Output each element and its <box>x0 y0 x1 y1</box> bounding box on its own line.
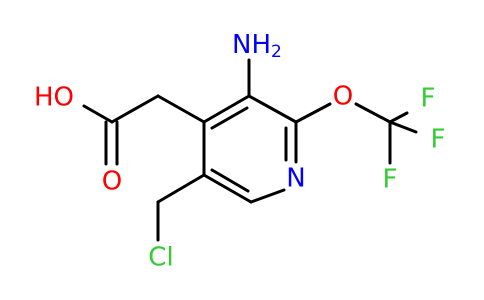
bond-c5-ch2 <box>156 173 206 204</box>
bond-c3-c2 <box>247 94 298 124</box>
bond-c6-c5-inner <box>210 168 250 193</box>
bond-c3-c4-inner <box>210 106 249 130</box>
bonds <box>82 58 418 242</box>
hydroxyl-label: HO <box>34 83 74 113</box>
bond-cooh-oh <box>82 104 114 124</box>
fluorine-top-label: F <box>421 84 436 114</box>
ether-oxygen-label: O <box>333 82 353 112</box>
bond-ch2-cooh <box>110 94 160 124</box>
carbonyl-oxygen-label: O <box>102 167 122 197</box>
bond-c3-c4 <box>202 94 251 124</box>
amino-text: NH <box>232 30 271 60</box>
chlorine-label: Cl <box>148 243 173 273</box>
fluorine-right-label: F <box>431 125 446 155</box>
bond-cf3-f-top <box>388 111 409 124</box>
bond-c2-o <box>294 102 332 124</box>
bond-c6-c5 <box>202 173 253 204</box>
bond-n1-c6 <box>249 188 286 204</box>
atom-labels: NH2 HO O O N F F F Cl <box>34 30 445 273</box>
ring-nitrogen-label: N <box>286 164 305 194</box>
bond-o-cf3 <box>354 102 392 124</box>
fluorine-bottom-label: F <box>383 165 398 195</box>
bond-c4-ch2 <box>156 94 206 124</box>
amino-label: NH2 <box>232 30 282 63</box>
amino-subscript: 2 <box>271 42 282 62</box>
bond-cf3-f-right <box>388 120 418 134</box>
